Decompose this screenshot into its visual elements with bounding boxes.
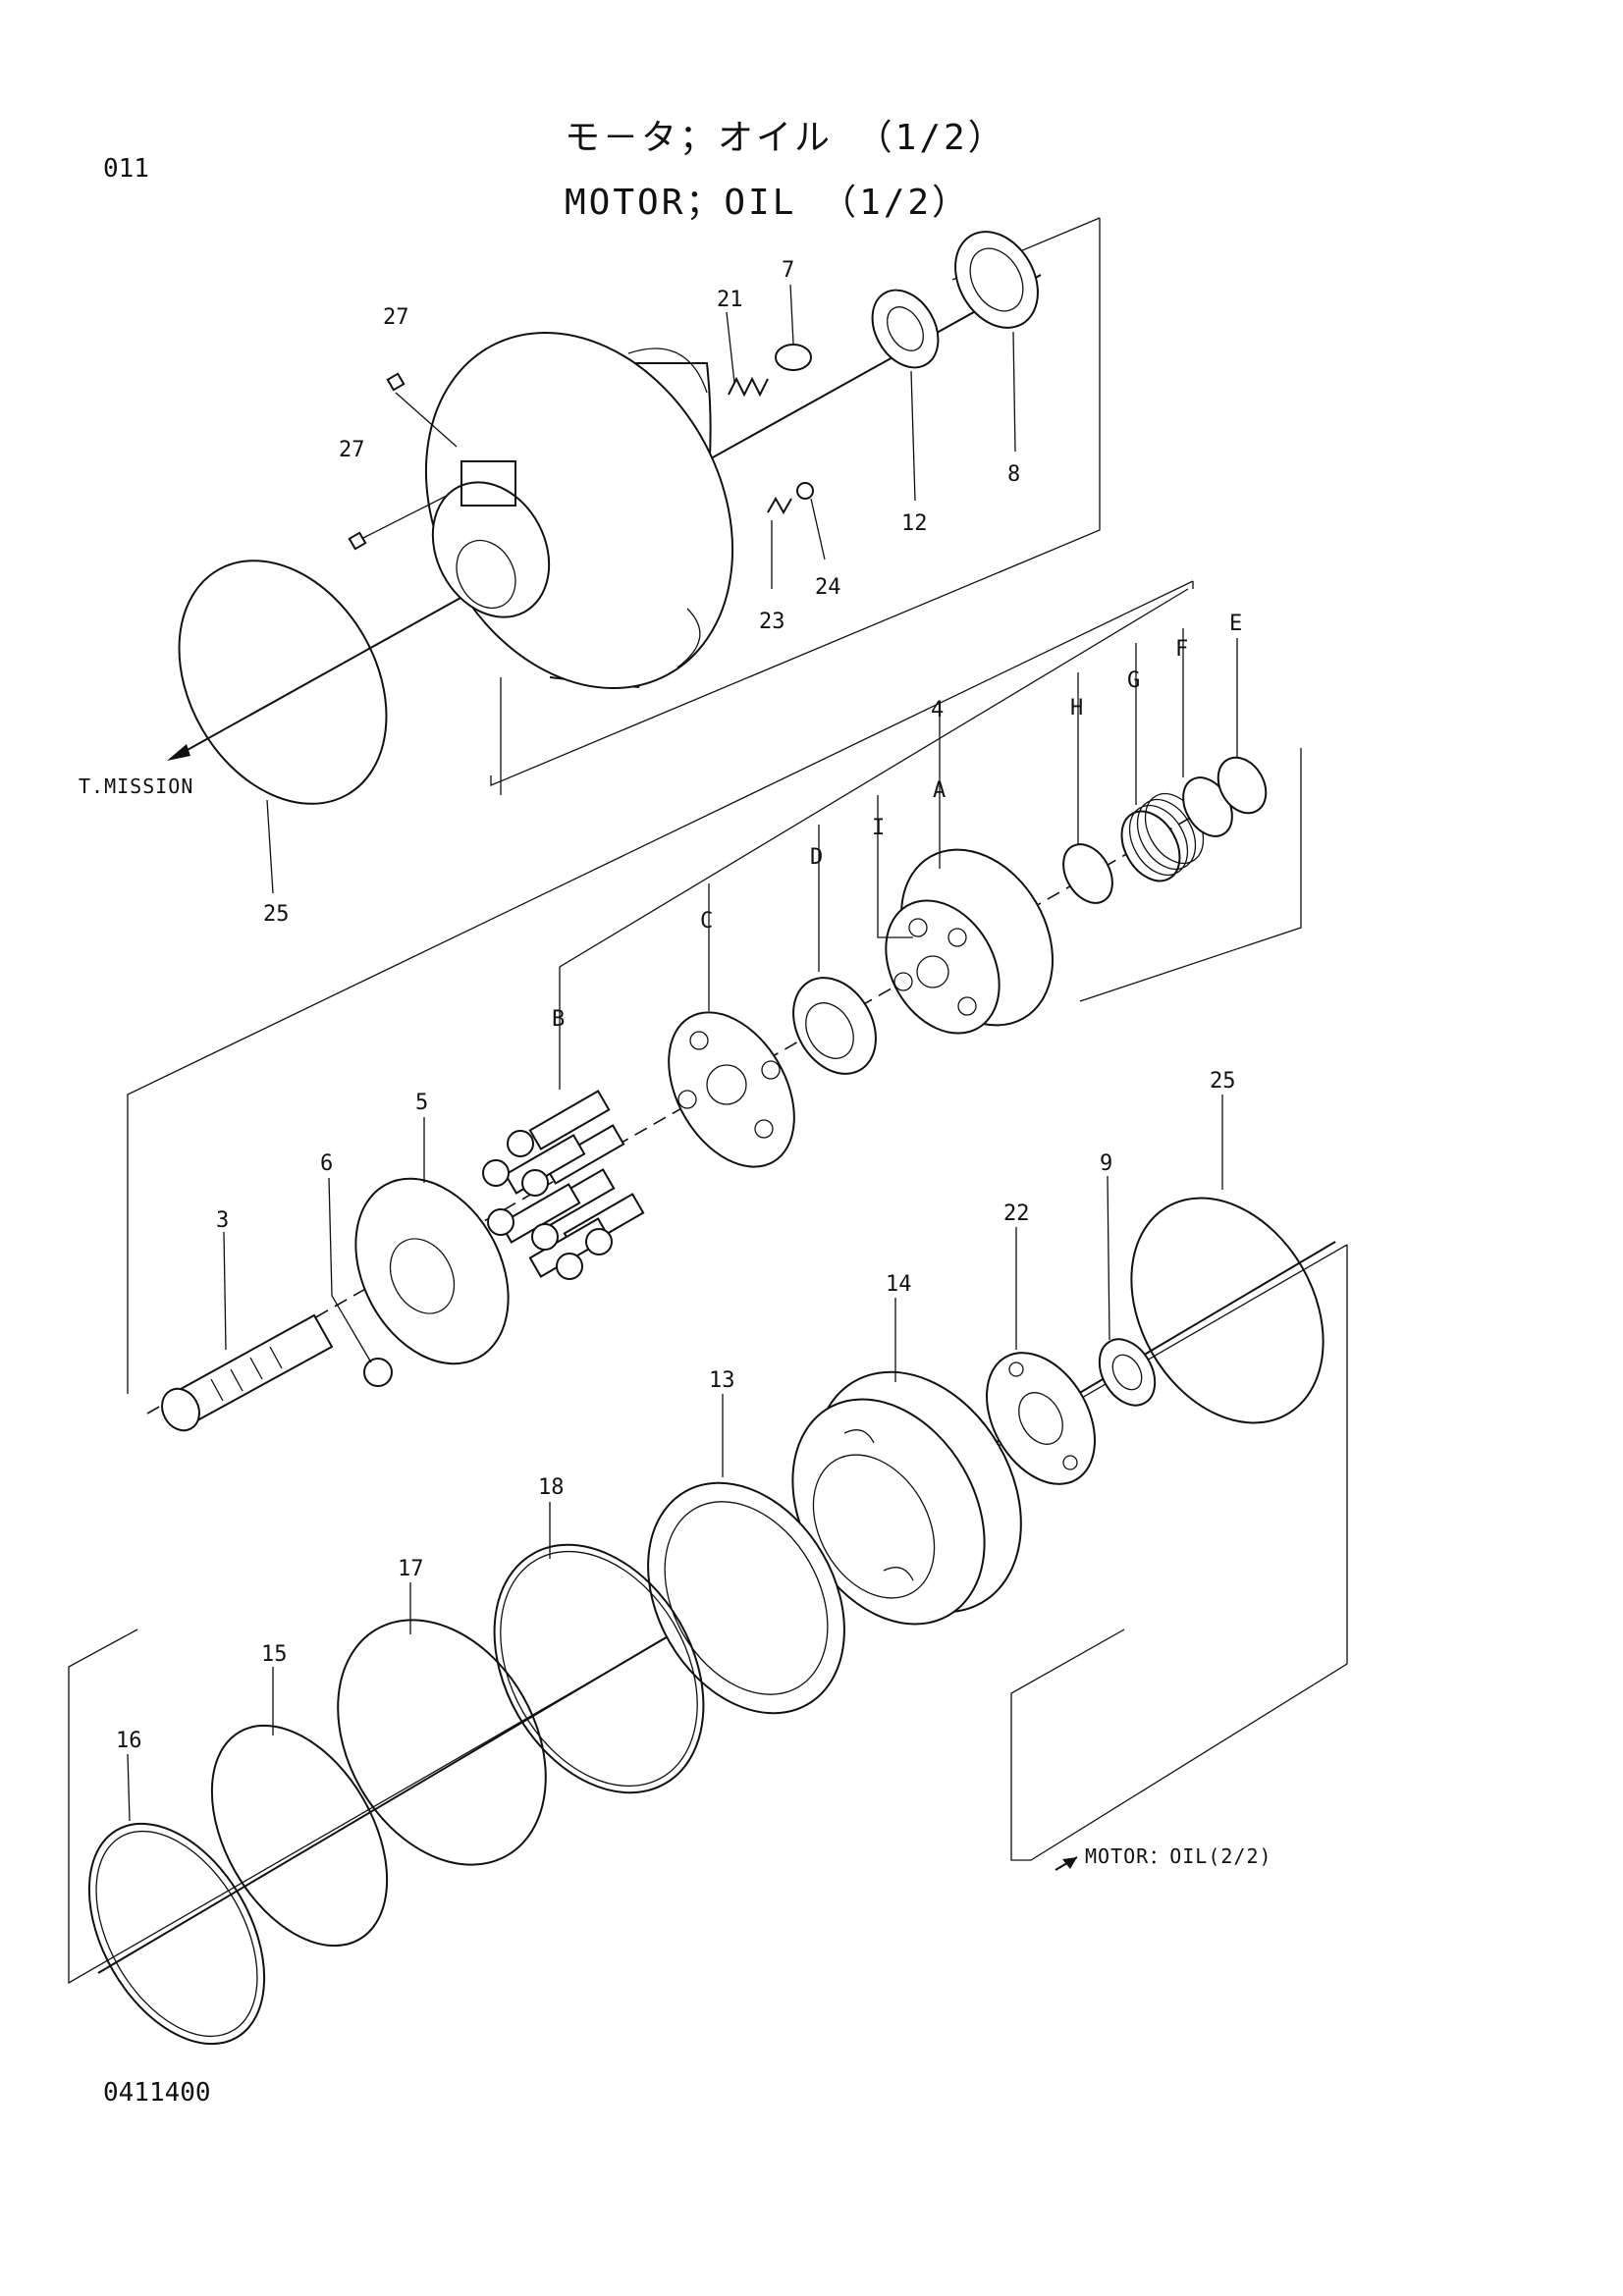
swash-plate-5 bbox=[354, 1177, 510, 1365]
callout-7: 7 bbox=[782, 258, 794, 283]
group-frame-2b bbox=[1079, 748, 1302, 1002]
callout-B: B bbox=[552, 1007, 565, 1032]
ring-group: MOTOR：OIL(2/2) 25 9 22 14 13 bbox=[68, 1069, 1348, 2046]
page-number: 011 bbox=[103, 154, 149, 184]
washer-H bbox=[1062, 843, 1113, 904]
callout-I: I bbox=[872, 816, 885, 840]
backup-ring-15 bbox=[210, 1724, 389, 1948]
callout-23: 23 bbox=[759, 610, 785, 634]
valve-plate-22 bbox=[986, 1352, 1096, 1485]
ref-arrow-icon bbox=[1062, 1857, 1077, 1869]
callout-G: G bbox=[1127, 668, 1140, 693]
callout-25-left: 25 bbox=[263, 902, 290, 927]
callout-E: E bbox=[1229, 612, 1242, 636]
spring-G bbox=[1120, 792, 1205, 882]
callout-16: 16 bbox=[116, 1729, 142, 1753]
shaft-3 bbox=[161, 1313, 334, 1432]
title-english: MOTOR；OIL （1/2） bbox=[565, 183, 970, 223]
bearing-8 bbox=[954, 231, 1039, 329]
callout-13: 13 bbox=[709, 1368, 735, 1393]
callout-27-side: 27 bbox=[339, 438, 365, 462]
spring-21 bbox=[726, 311, 769, 398]
callout-4: 4 bbox=[931, 698, 944, 722]
plug-27-top bbox=[386, 372, 406, 392]
ref-transmission: T.MISSION bbox=[79, 774, 193, 798]
callout-15: 15 bbox=[261, 1642, 288, 1667]
title-japanese: モ－タ；オイル （1/2） bbox=[565, 118, 1006, 158]
ball-6 bbox=[363, 1358, 393, 1387]
callout-21: 21 bbox=[717, 288, 743, 312]
leader-bar-4 bbox=[559, 588, 1189, 982]
callout-6: 6 bbox=[320, 1151, 333, 1176]
o-ring-25-left bbox=[178, 560, 388, 805]
arrow-transmission-icon bbox=[167, 744, 190, 761]
rotary-group: 4 A I D C B bbox=[127, 580, 1302, 1432]
callout-C: C bbox=[700, 909, 713, 934]
motor-housing bbox=[424, 331, 734, 795]
drawing-number: 0411400 bbox=[103, 2078, 211, 2108]
callout-9: 9 bbox=[1100, 1151, 1112, 1176]
callout-A: A bbox=[933, 778, 946, 803]
brake-piston-14 bbox=[791, 1370, 1022, 1626]
callout-F: F bbox=[1175, 637, 1188, 662]
o-ring-24 bbox=[796, 482, 814, 500]
plate-13 bbox=[647, 1481, 845, 1715]
bearing-9 bbox=[1098, 1338, 1157, 1407]
ring-18 bbox=[493, 1543, 705, 1794]
callout-24: 24 bbox=[815, 575, 841, 600]
callout-3: 3 bbox=[216, 1208, 229, 1233]
ref-motor-oil-2: MOTOR：OIL(2/2) bbox=[1085, 1844, 1272, 1868]
plug-27-side bbox=[348, 531, 367, 551]
callout-17: 17 bbox=[398, 1557, 424, 1581]
o-ring-25-right bbox=[1130, 1197, 1325, 1424]
callout-8: 8 bbox=[1007, 462, 1020, 487]
callout-18: 18 bbox=[538, 1475, 565, 1500]
callout-25-right: 25 bbox=[1210, 1069, 1236, 1094]
callout-12: 12 bbox=[901, 511, 928, 536]
screw-23 bbox=[767, 496, 792, 515]
callout-27-top: 27 bbox=[383, 305, 409, 330]
callout-D: D bbox=[810, 845, 823, 870]
callout-22: 22 bbox=[1003, 1201, 1030, 1226]
callout-14: 14 bbox=[886, 1272, 912, 1297]
housing-group: 25 27 27 21 7 12 8 23 24 T.MI bbox=[79, 217, 1101, 927]
valve-7 bbox=[775, 344, 812, 371]
group-frame-3b bbox=[1010, 1245, 1348, 1861]
group-frame-1 bbox=[490, 218, 1101, 786]
backup-ring-16 bbox=[87, 1822, 266, 2046]
pistons-B bbox=[482, 1090, 645, 1280]
callout-5: 5 bbox=[415, 1091, 428, 1115]
group-frame-2a bbox=[127, 580, 1194, 1394]
oil-seal-12 bbox=[871, 289, 940, 369]
snap-ring-E bbox=[1217, 756, 1268, 815]
spherical-bush-D bbox=[792, 977, 877, 1075]
callout-H: H bbox=[1070, 696, 1083, 721]
o-ring-17 bbox=[337, 1619, 547, 1866]
retainer-plate-C bbox=[668, 1011, 795, 1168]
